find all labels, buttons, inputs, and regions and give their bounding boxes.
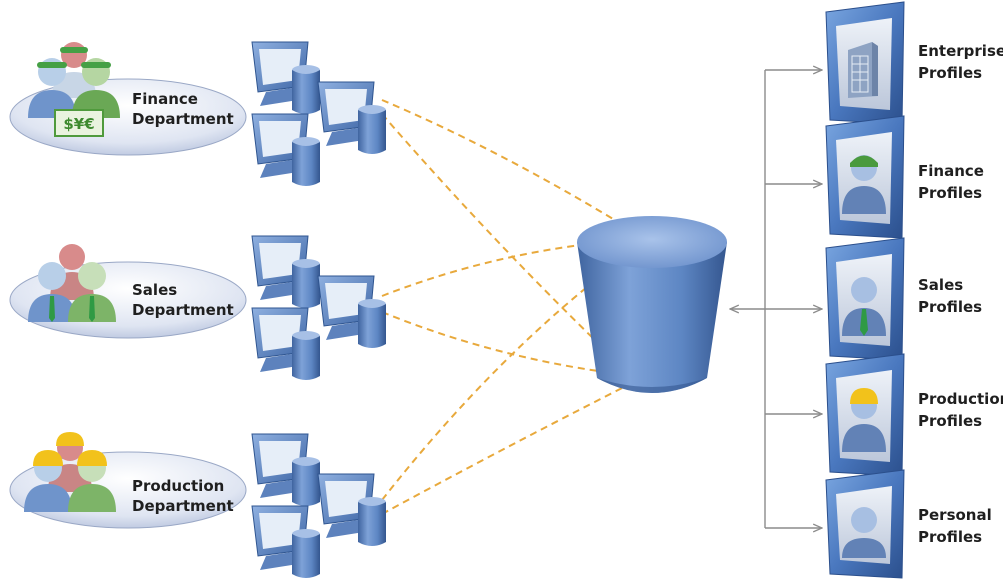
currency-sign-icon: $¥€ [54, 109, 104, 137]
connector-finance-hub-1 [381, 99, 629, 229]
people-group-icon [28, 244, 116, 322]
currency-symbols: $¥€ [63, 115, 94, 133]
profile-name: Sales [918, 276, 963, 294]
person-green-tie-icon [842, 277, 886, 336]
profile-subtitle: Profiles [918, 184, 982, 202]
workstation-cluster-production [251, 433, 386, 578]
workstation-clusters [251, 41, 386, 578]
computer-icon [317, 81, 386, 154]
computer-icon [317, 275, 386, 348]
profile-name: Finance [918, 162, 984, 180]
office-building-icon [848, 42, 878, 98]
department-subtitle: Department [132, 497, 234, 515]
people-group-icon [28, 42, 120, 118]
profile-subtitle: Profiles [918, 412, 982, 430]
central-database-icon [577, 216, 727, 393]
computer-icon [251, 433, 320, 506]
profile-subtitle: Profiles [918, 298, 982, 316]
profile-subtitle: Profiles [918, 528, 982, 546]
computer-icon [251, 235, 320, 308]
profile-name: Enterprise [918, 42, 1003, 60]
department-subtitle: Department [132, 301, 234, 319]
department-sales: Sales Department [9, 244, 247, 339]
computer-icon [251, 113, 320, 186]
profile-sales: Sales Profiles [825, 237, 982, 361]
workstation-cluster-finance [251, 41, 386, 186]
workstation-cluster-sales [251, 235, 386, 380]
connector-production-hub-2 [381, 384, 629, 515]
person-icon [842, 507, 886, 558]
profile-name: Personal [918, 506, 992, 524]
department-name: Production [132, 477, 224, 495]
computer-icon [251, 41, 320, 114]
person-yellow-hardhat-icon [842, 388, 886, 452]
profile-finance: Finance Profiles [825, 115, 984, 239]
profile-production: Production Profiles [825, 353, 1003, 477]
person-green-cap-icon [842, 155, 886, 214]
department-production: Production Department [9, 432, 247, 529]
department-name: Finance [132, 90, 198, 108]
computer-icon [251, 307, 320, 380]
profile-enterprise: Enterprise Profiles [825, 1, 1003, 125]
department-finance: $¥€ Finance Department [9, 42, 247, 156]
people-group-icon [24, 432, 116, 512]
profile-name: Production [918, 390, 1003, 408]
computer-icon [317, 473, 386, 546]
department-subtitle: Department [132, 110, 234, 128]
profile-subtitle: Profiles [918, 64, 982, 82]
computer-icon [251, 505, 320, 578]
profile-connector-arrows [730, 70, 822, 528]
department-name: Sales [132, 281, 177, 299]
profile-personal: Personal Profiles [825, 469, 992, 579]
